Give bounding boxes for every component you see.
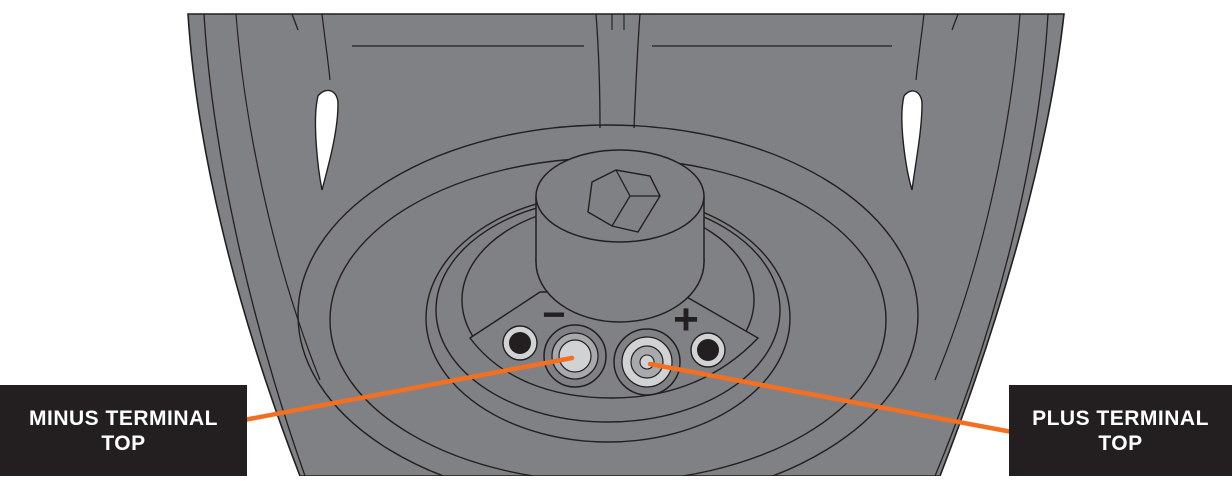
rib-left-vertical: [321, 13, 331, 81]
socket-right-inner: [697, 339, 719, 361]
hex-socket: [587, 169, 661, 233]
slot-left: [314, 89, 339, 191]
plus-symbol: +: [673, 295, 699, 344]
leader-line-minus: [241, 355, 575, 423]
leader-line-plus: [647, 361, 1015, 435]
housing-contour-right: [934, 13, 1049, 477]
housing-contour-left-inner: [235, 13, 321, 381]
minus-terminal-callout: MINUS TERMINAL TOP: [0, 385, 247, 476]
slot-right: [901, 90, 923, 191]
top-notch-right: [951, 13, 959, 31]
housing-contour-right-inner: [934, 13, 1021, 381]
minus-terminal-callout-line1: MINUS TERMINAL: [29, 406, 218, 430]
center-ridge-mid: [611, 14, 625, 30]
hex-socket-inner: [611, 169, 660, 227]
plus-terminal-callout-line2: TOP: [1098, 431, 1143, 455]
socket-left-inner: [509, 332, 531, 354]
center-ridge-left: [595, 13, 601, 129]
center-ridge-right: [633, 13, 641, 129]
rib-right-vertical: [915, 13, 925, 81]
plus-terminal-callout-line1: PLUS TERMINAL: [1032, 406, 1209, 430]
plus-terminal-callout: PLUS TERMINAL TOP: [1009, 385, 1232, 476]
hub-top: [535, 149, 705, 243]
plus-terminal-top: [639, 354, 655, 370]
minus-symbol: −: [542, 293, 565, 337]
minus-terminal-callout-line2: TOP: [101, 431, 146, 455]
minus-terminal-top: [558, 339, 592, 373]
top-notch-left: [291, 13, 299, 31]
base-ring-outer: [297, 124, 919, 481]
